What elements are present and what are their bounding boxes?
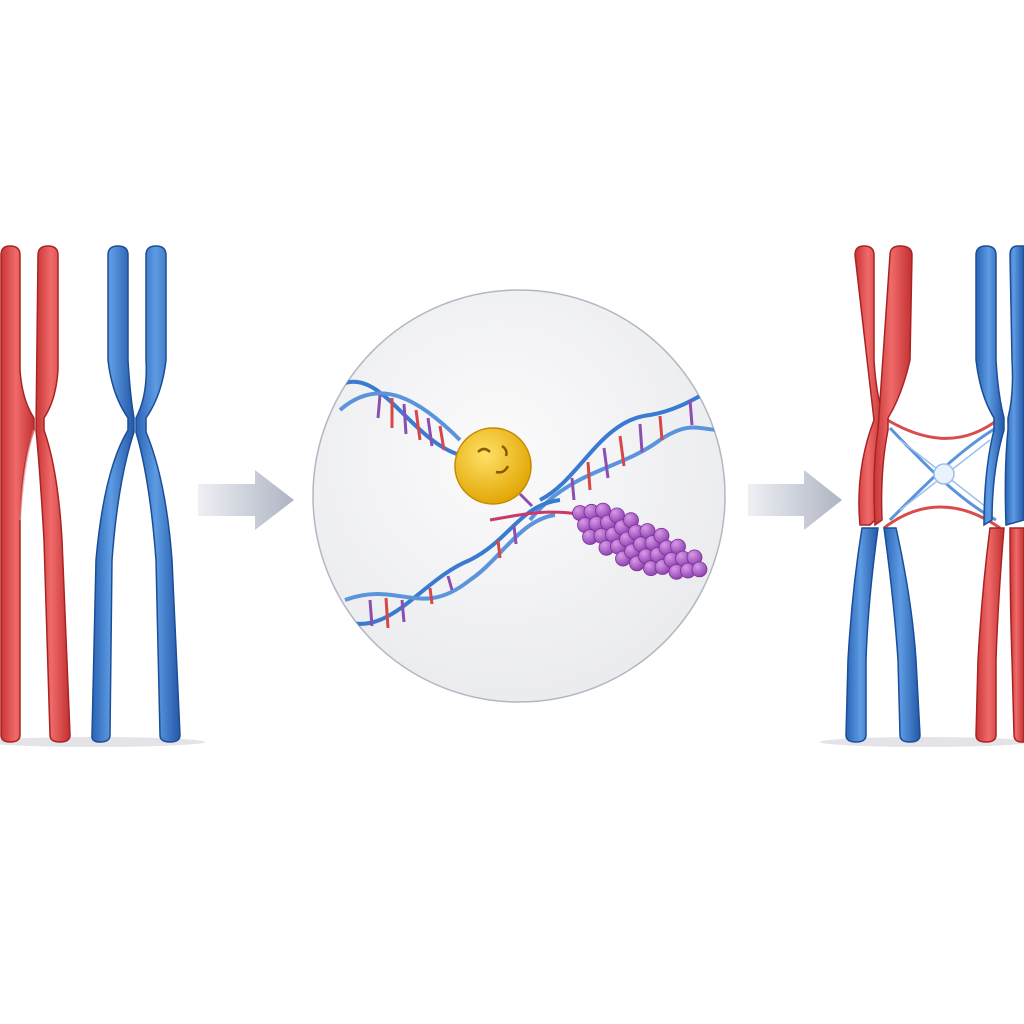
dna-helix-upper-right <box>528 383 721 522</box>
magnifier-lens <box>312 289 726 703</box>
blue-chromosome <box>91 245 181 743</box>
recombinant-chromosome-right <box>975 245 1024 743</box>
red-chromosome <box>0 245 71 743</box>
protein-complex-purple <box>572 502 708 580</box>
crossed-over-pair <box>820 245 1024 747</box>
dna-helix-upper <box>338 379 462 457</box>
floor-shadow-right <box>820 737 1024 747</box>
protein-bead <box>691 561 708 578</box>
recombinant-chromosome-left <box>845 245 921 743</box>
recombinase-protein-yellow <box>454 427 534 508</box>
chiasma-strands <box>883 416 1001 530</box>
arrow-right-2 <box>748 470 842 530</box>
homologous-pair <box>0 245 205 747</box>
recombination-zoom <box>312 289 726 703</box>
arrow-right-1 <box>198 470 294 530</box>
